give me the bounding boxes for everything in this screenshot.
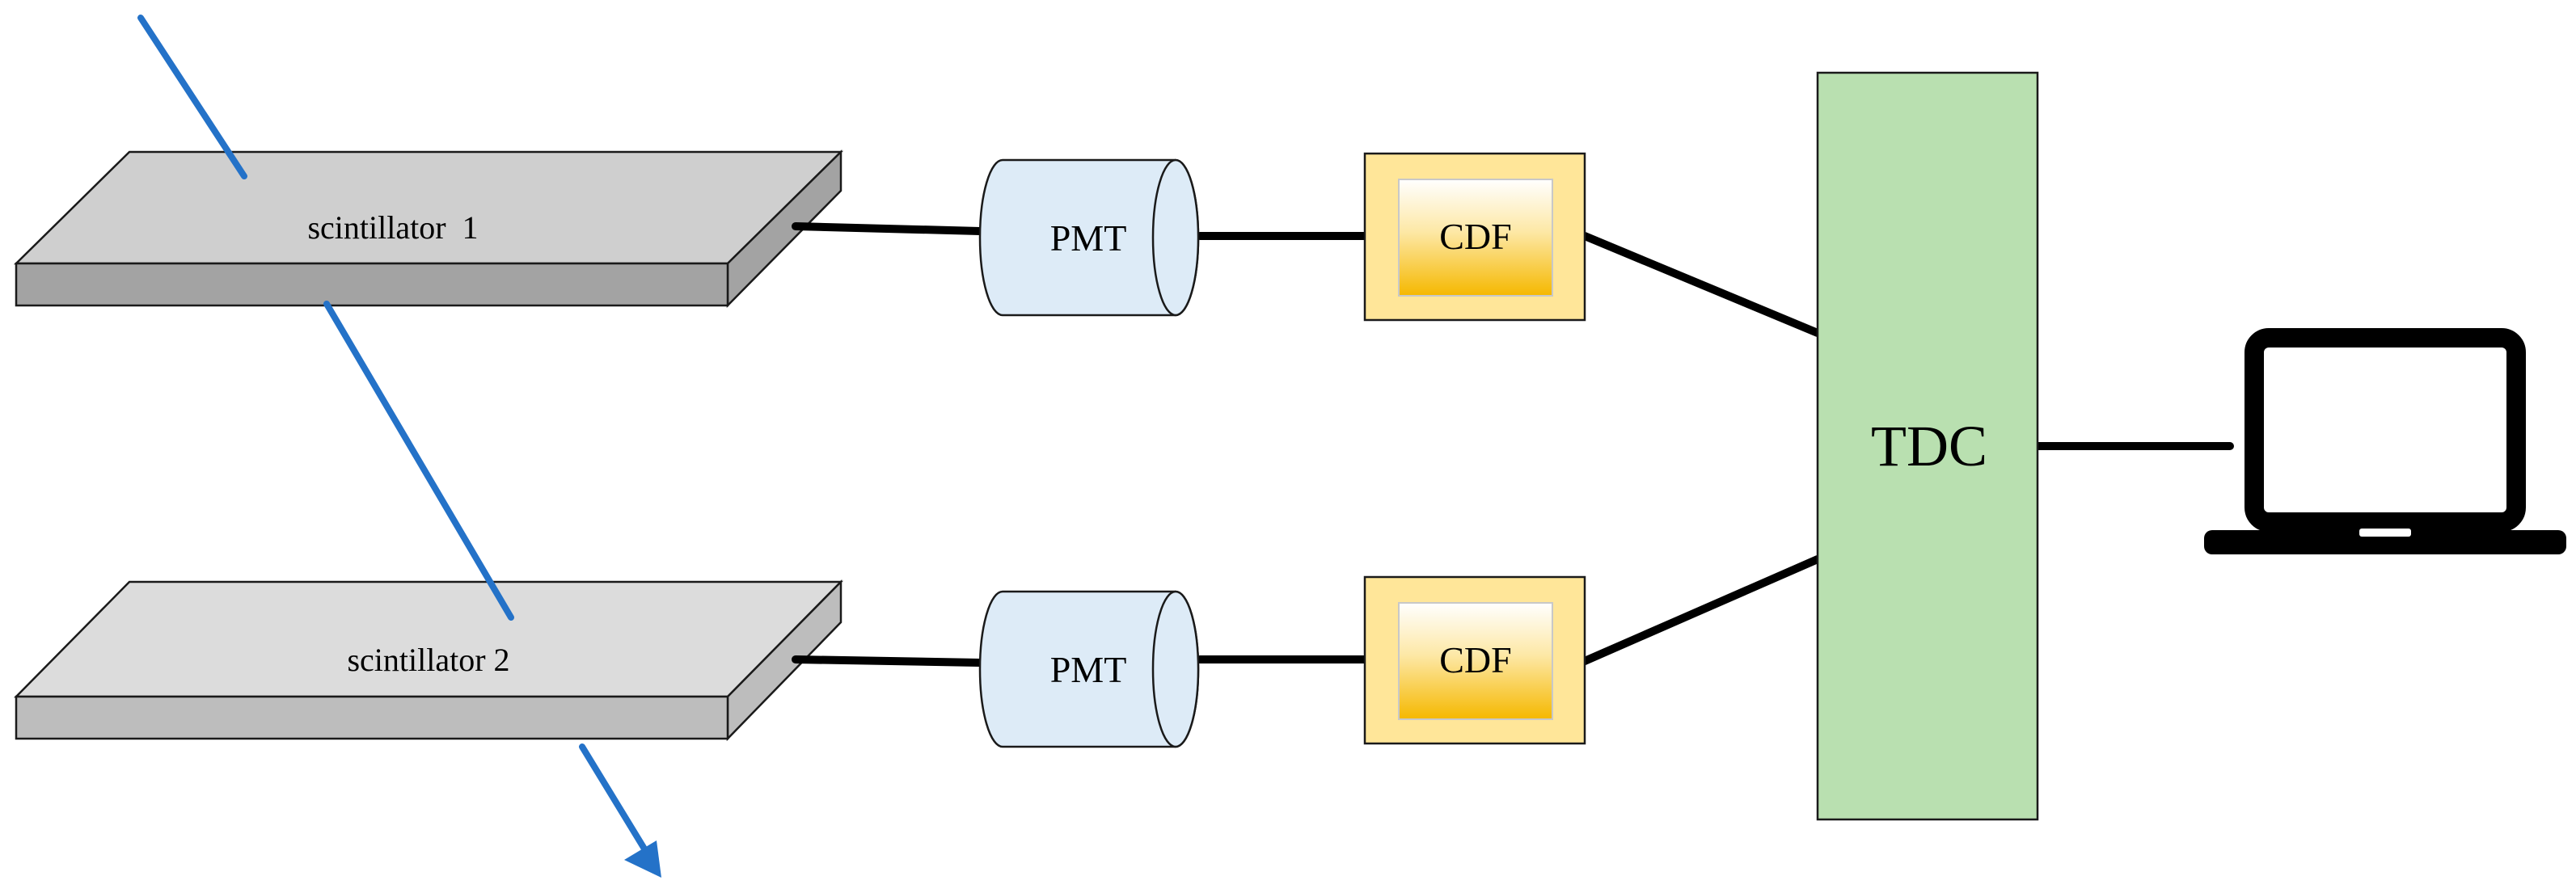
pmt-1: PMT (978, 158, 1200, 317)
muon-track-between (323, 301, 514, 621)
cdf-1-inner (1398, 179, 1553, 297)
muon-track (137, 15, 661, 878)
tdc-box (1816, 71, 2039, 821)
wire-cdf1-tdc (1581, 232, 1822, 337)
wire-cdf2-tdc (1581, 555, 1822, 665)
laptop-trackpad-notch (2359, 529, 2411, 537)
wire-scint1-pmt1 (792, 222, 984, 235)
scintillator-1-label: scintillator 1 (307, 209, 478, 246)
laptop-base (2204, 530, 2566, 554)
scintillator-1-front (15, 262, 729, 307)
muon-track-exit (579, 743, 648, 853)
laptop-screen (2244, 328, 2526, 532)
pmt-2-label: PMT (1050, 649, 1127, 690)
tdc-label: TDC (1871, 414, 1987, 478)
scintillator-2-top (14, 580, 843, 698)
pmt-1-face (1151, 158, 1200, 317)
scintillator-2: scintillator 2 (14, 579, 843, 742)
scintillator-1: scintillator 1 (13, 150, 844, 309)
wires (792, 222, 2234, 667)
cdf-1: CDF (1363, 152, 1586, 322)
muon-track-entry (137, 15, 247, 179)
pmt-1-label: PMT (1050, 217, 1127, 259)
tdc: TDC (1816, 71, 2039, 821)
pmt-2: PMT (978, 590, 1200, 748)
scintillator-2-front (15, 695, 729, 740)
muon-track-arrowhead (624, 840, 661, 878)
scintillator-2-label: scintillator 2 (347, 642, 509, 678)
cdf-2-label: CDF (1439, 639, 1511, 680)
cdf-2: CDF (1363, 575, 1586, 745)
pmt-2-face (1151, 590, 1200, 748)
laptop-icon (2204, 328, 2566, 554)
cdf-1-label: CDF (1439, 216, 1511, 257)
cdf-2-inner (1398, 602, 1553, 720)
scintillator-1-top (13, 150, 844, 265)
wire-scint2-pmt2 (792, 655, 984, 667)
